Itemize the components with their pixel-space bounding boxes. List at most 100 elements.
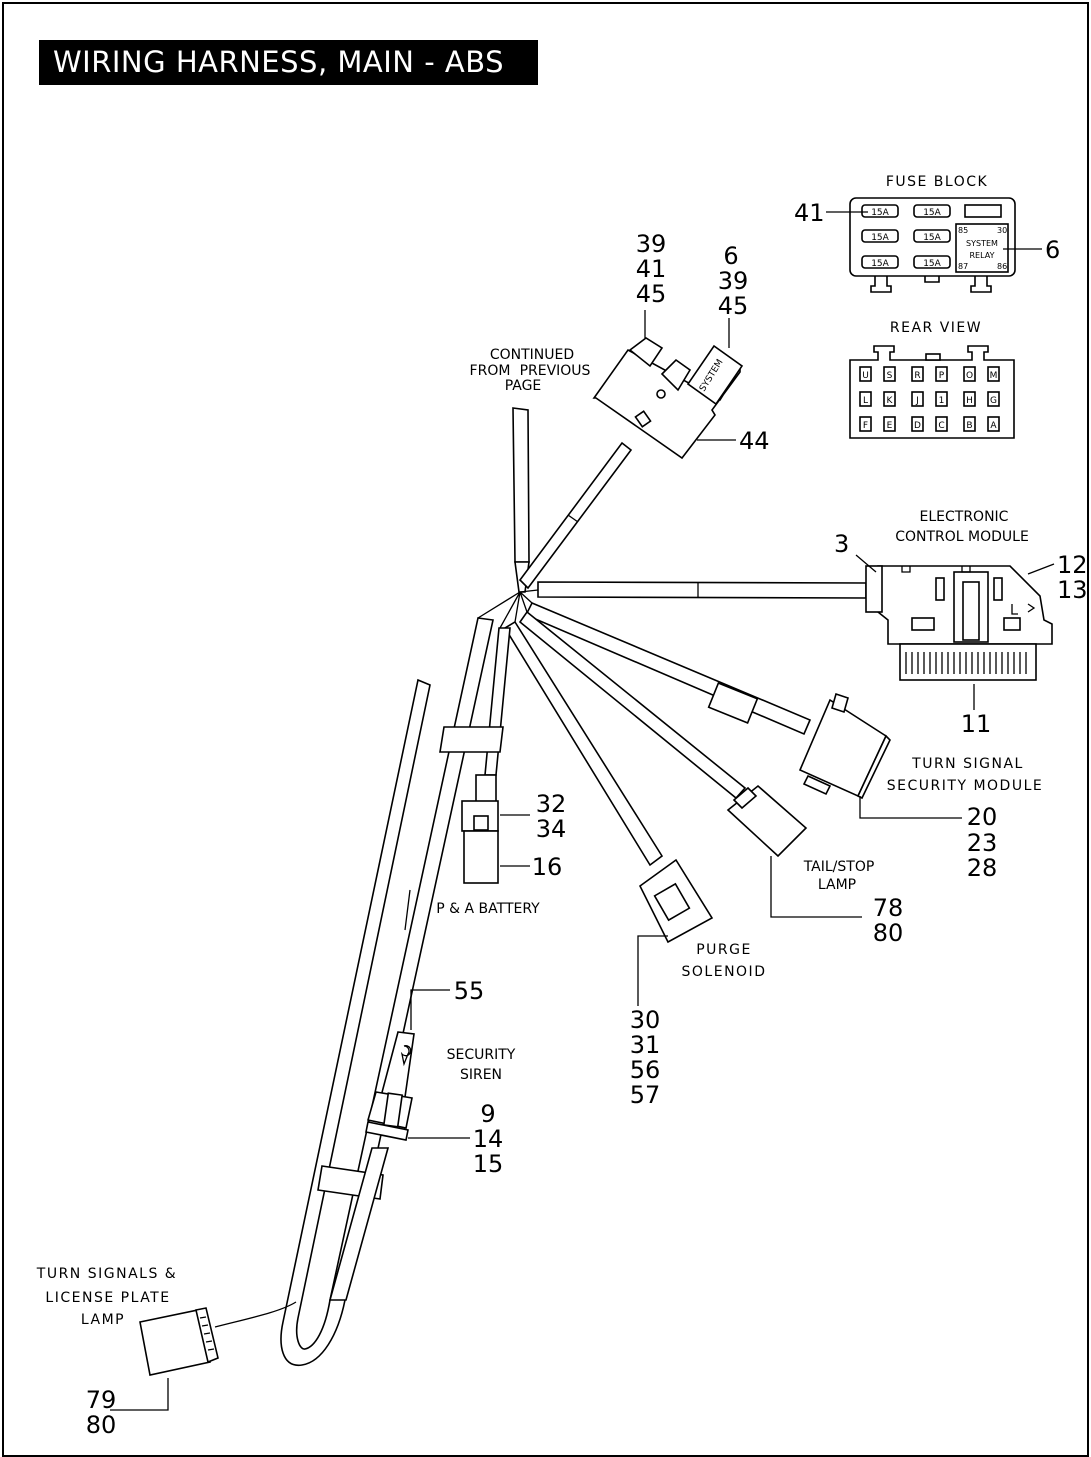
- pin-label: R: [914, 371, 920, 381]
- pin-label: A: [990, 421, 997, 431]
- pin-label: D: [914, 421, 921, 431]
- callout-34: 34: [536, 815, 567, 843]
- ecm-clip: [911, 617, 935, 631]
- callout-30: 30: [630, 1006, 661, 1034]
- system-relay-plug: [686, 344, 744, 406]
- ecm-top-tabs: [901, 566, 971, 573]
- branch-to-security-siren: [328, 1147, 390, 1301]
- callout-23: 23: [967, 829, 998, 857]
- continued-note: CONTINUED FROM PREVIOUS PAGE: [470, 347, 591, 394]
- lead-to-license-plate-lamp: [214, 1301, 297, 1328]
- harness-wires: [214, 407, 867, 1366]
- pin-label: K: [887, 396, 894, 406]
- license-lamp-connector-face: [195, 1307, 219, 1364]
- turn-signals-label-2: LICENSE PLATE: [45, 1290, 170, 1306]
- callout-9: 9: [480, 1100, 495, 1128]
- tssm-label-1: TURN SIGNAL: [911, 756, 1024, 772]
- pa-battery-label: P & A BATTERY: [436, 901, 540, 917]
- connector-latch: [634, 410, 652, 428]
- pin-label: G: [990, 396, 997, 406]
- license-plate-lamp-connector: TURN SIGNALS & LICENSE PLATE LAMP 79 80: [36, 1266, 219, 1439]
- fuse-6-rating: 15A: [923, 259, 941, 269]
- fuse-block-fuses: 15A 15A 15A 15A 15A 15A: [861, 204, 1002, 269]
- relay-pin-30: 30: [997, 226, 1007, 235]
- purge-label-2: SOLENOID: [682, 964, 767, 980]
- pin-label: L: [863, 396, 868, 406]
- trunk-detail: [404, 889, 411, 931]
- callout-80: 80: [86, 1411, 117, 1439]
- pin-box: [911, 416, 924, 432]
- spare-fuse-slot: [964, 204, 1002, 218]
- pa-battery-connector: P & A BATTERY 32 34 16: [436, 774, 567, 917]
- fuse-2: [913, 204, 951, 218]
- pin-box: [935, 391, 948, 407]
- continued-line-2: FROM: [470, 363, 511, 379]
- pin-box: [987, 391, 1000, 407]
- fuse-3-rating: 15A: [871, 233, 889, 243]
- fuse-block: FUSE BLOCK 15A 15A 15A 15A 15A 15A 85: [794, 174, 1060, 293]
- tssm-rim: [856, 734, 891, 800]
- branch-to-purge-solenoid: [503, 620, 664, 867]
- callout-11: 11: [961, 710, 992, 738]
- branch-to-pa-battery: [484, 627, 511, 776]
- rear-view-row-1: U S R P O M: [859, 366, 1000, 382]
- ecm-connector-pins: [905, 652, 1027, 674]
- rear-view: REAR VIEW U S R P O M L K J 1 H: [849, 320, 1015, 439]
- callout-80: 80: [873, 919, 904, 947]
- system-connector-lock-1: [628, 337, 664, 368]
- callout-45: 45: [636, 280, 667, 308]
- relay-pin-87: 87: [958, 262, 968, 271]
- system-connector-lock-2: [660, 358, 692, 392]
- callout-32: 32: [536, 790, 567, 818]
- fuse-2-rating: 15A: [923, 208, 941, 218]
- siren-mount-keyhole: [400, 1045, 412, 1067]
- callout-55: 55: [454, 977, 485, 1005]
- rear-view-heading: REAR VIEW: [890, 320, 982, 336]
- system-relay: 85 30 SYSTEM RELAY 87 86: [955, 223, 1009, 273]
- harness-trunk-continued: [512, 407, 530, 563]
- callout-78: 78: [873, 894, 904, 922]
- callout-20: 20: [967, 803, 998, 831]
- relay-pin-85: 85: [958, 226, 968, 235]
- ecm-label-1: ELECTRONIC: [920, 509, 1009, 525]
- pin-box: [935, 366, 948, 382]
- siren-connector-base: [365, 1121, 409, 1141]
- fuse-1-rating: 15A: [871, 208, 889, 218]
- callout-79: 79: [86, 1386, 117, 1414]
- fuse-3: [861, 229, 899, 243]
- pin-label: B: [966, 421, 972, 431]
- ecm-details: [1011, 603, 1036, 615]
- pin-label: E: [887, 421, 893, 431]
- pa-battery-latch: [473, 815, 489, 831]
- branch-band: [567, 514, 579, 523]
- callout-41: 41: [636, 255, 667, 283]
- siren-label-1: SECURITY: [447, 1047, 516, 1063]
- continued-line-3: PREVIOUS: [520, 363, 591, 379]
- pin-box: [963, 391, 976, 407]
- callout-39: 39: [718, 267, 749, 295]
- pin-box: [859, 416, 872, 432]
- callout-57: 57: [630, 1081, 661, 1109]
- callout-13: 13: [1057, 576, 1088, 604]
- pin-label: H: [966, 396, 973, 406]
- pa-battery-plug: [475, 774, 497, 804]
- callout-12-13-leader: [1027, 563, 1055, 575]
- pin-box: [883, 391, 896, 407]
- callout-79-80-leader: [110, 1378, 169, 1411]
- callout-14: 14: [473, 1125, 504, 1153]
- tail-stop-label-2: LAMP: [818, 877, 856, 893]
- pin-box: [859, 366, 872, 382]
- callout-20-23-28-leader: [859, 796, 962, 819]
- rear-view-pins: U S R P O M L K J 1 H G F E: [859, 366, 1000, 432]
- fuse-block-heading: FUSE BLOCK: [886, 174, 988, 190]
- main-rear-trunk: [280, 617, 494, 1366]
- pin-box: [987, 416, 1000, 432]
- fuse-block-tabs: [870, 276, 992, 293]
- callout-28: 28: [967, 854, 998, 882]
- ecm-label-2: CONTROL MODULE: [895, 529, 1029, 545]
- ecm-slot: [993, 577, 1003, 601]
- tssm-tab: [802, 774, 832, 796]
- callout-16: 16: [532, 853, 563, 881]
- fuse-5: [861, 255, 899, 269]
